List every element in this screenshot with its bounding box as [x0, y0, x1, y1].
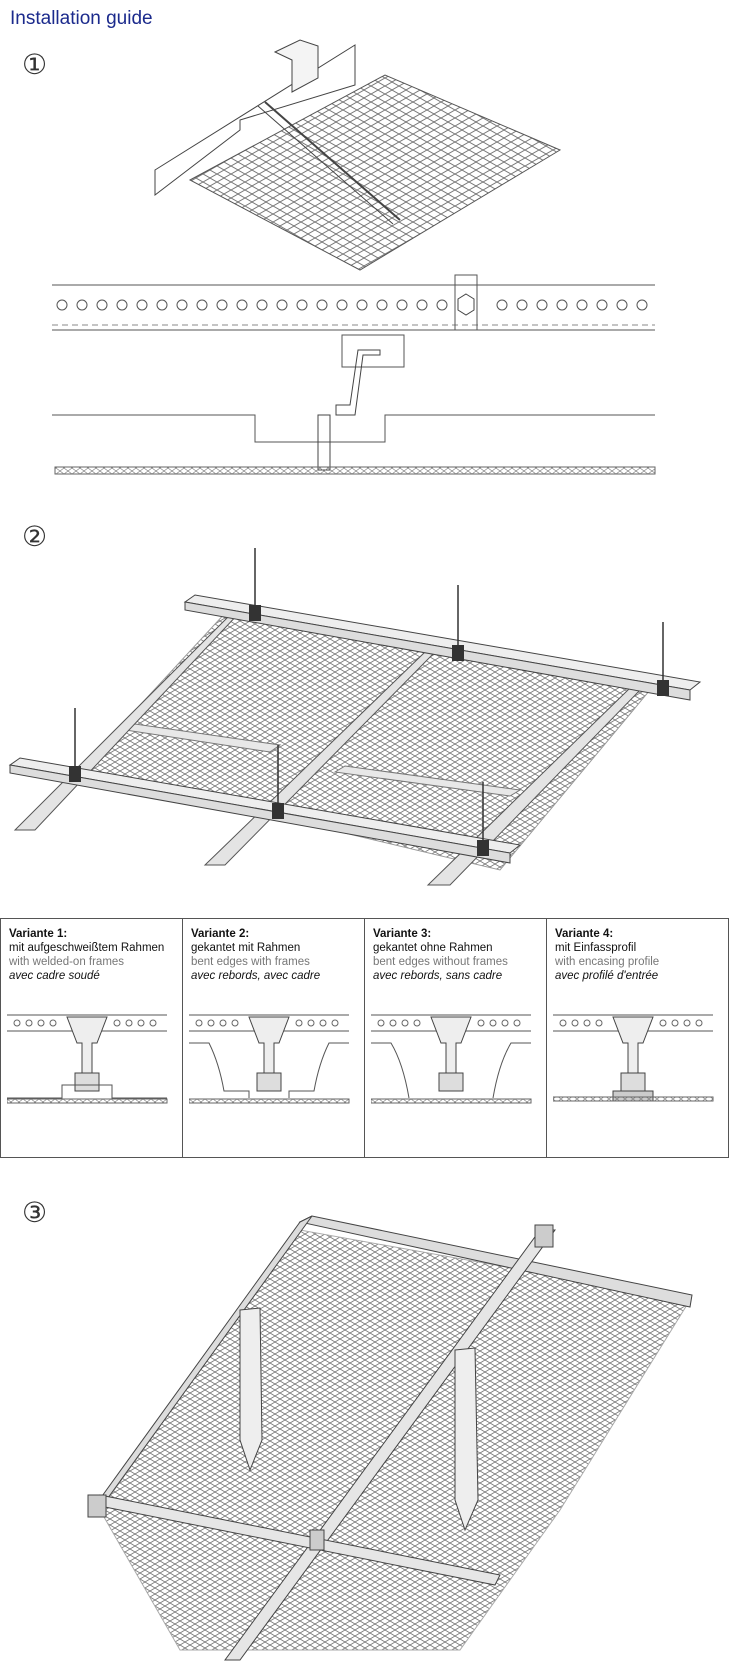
hanger-clips [69, 605, 669, 856]
variant-2-section [189, 1014, 350, 1104]
variant-en: with welded-on frames [9, 956, 125, 968]
variant-fr: avec profilé d'entrée [555, 970, 659, 982]
hangers [239, 1307, 479, 1532]
variant-fr: avec cadre soudé [9, 970, 100, 982]
variant-2: Variante 2: gekantet mit Rahmen bent edg… [183, 919, 365, 1157]
variant-de: mit aufgeschweißtem Rahmen [9, 942, 165, 954]
variant-en: with encasing profile [555, 956, 660, 968]
variant-title: Variante 1: [9, 928, 68, 940]
variant-fr: avec rebords, sans cadre [373, 970, 503, 982]
variant-de: mit Einfassprofil [555, 942, 637, 954]
variant-fr: avec rebords, avec cadre [191, 970, 321, 982]
step-3-figure [87, 1215, 693, 1661]
page-title: Installation guide [10, 8, 153, 29]
variants-table: Variante 1: mit aufgeschweißtem Rahmen w… [0, 918, 729, 1158]
variant-4-section [553, 1014, 714, 1102]
hanger-rods [74, 548, 664, 850]
variant-title: Variante 3: [373, 928, 432, 940]
mesh-panel [188, 74, 562, 271]
variant-3: Variante 3: gekantet ohne Rahmen bent ed… [365, 919, 547, 1157]
step-2-marker: ② [22, 520, 48, 553]
carrier-rail-top [183, 594, 702, 701]
step-1-figure [52, 39, 656, 475]
step-3-marker: ③ [22, 1196, 48, 1229]
variant-4: Variante 4: mit Einfassprofil with encas… [547, 919, 728, 1157]
variant-en: bent edges with frames [191, 956, 310, 968]
variant-3-section [371, 1014, 532, 1104]
mesh-section [54, 466, 656, 475]
variant-en: bent edges without frames [373, 956, 508, 968]
variant-title: Variante 2: [191, 928, 250, 940]
variant-de: gekantet mit Rahmen [191, 942, 301, 954]
variant-title: Variante 4: [555, 928, 614, 940]
variant-de: gekantet ohne Rahmen [373, 942, 493, 954]
rail-holes [56, 299, 648, 311]
step-1-marker: ① [22, 48, 48, 81]
step-2-figure [8, 548, 702, 886]
variant-1: Variante 1: mit aufgeschweißtem Rahmen w… [1, 919, 183, 1157]
carrier-rail-bottom [8, 757, 522, 864]
variant-1-section [7, 1014, 168, 1104]
